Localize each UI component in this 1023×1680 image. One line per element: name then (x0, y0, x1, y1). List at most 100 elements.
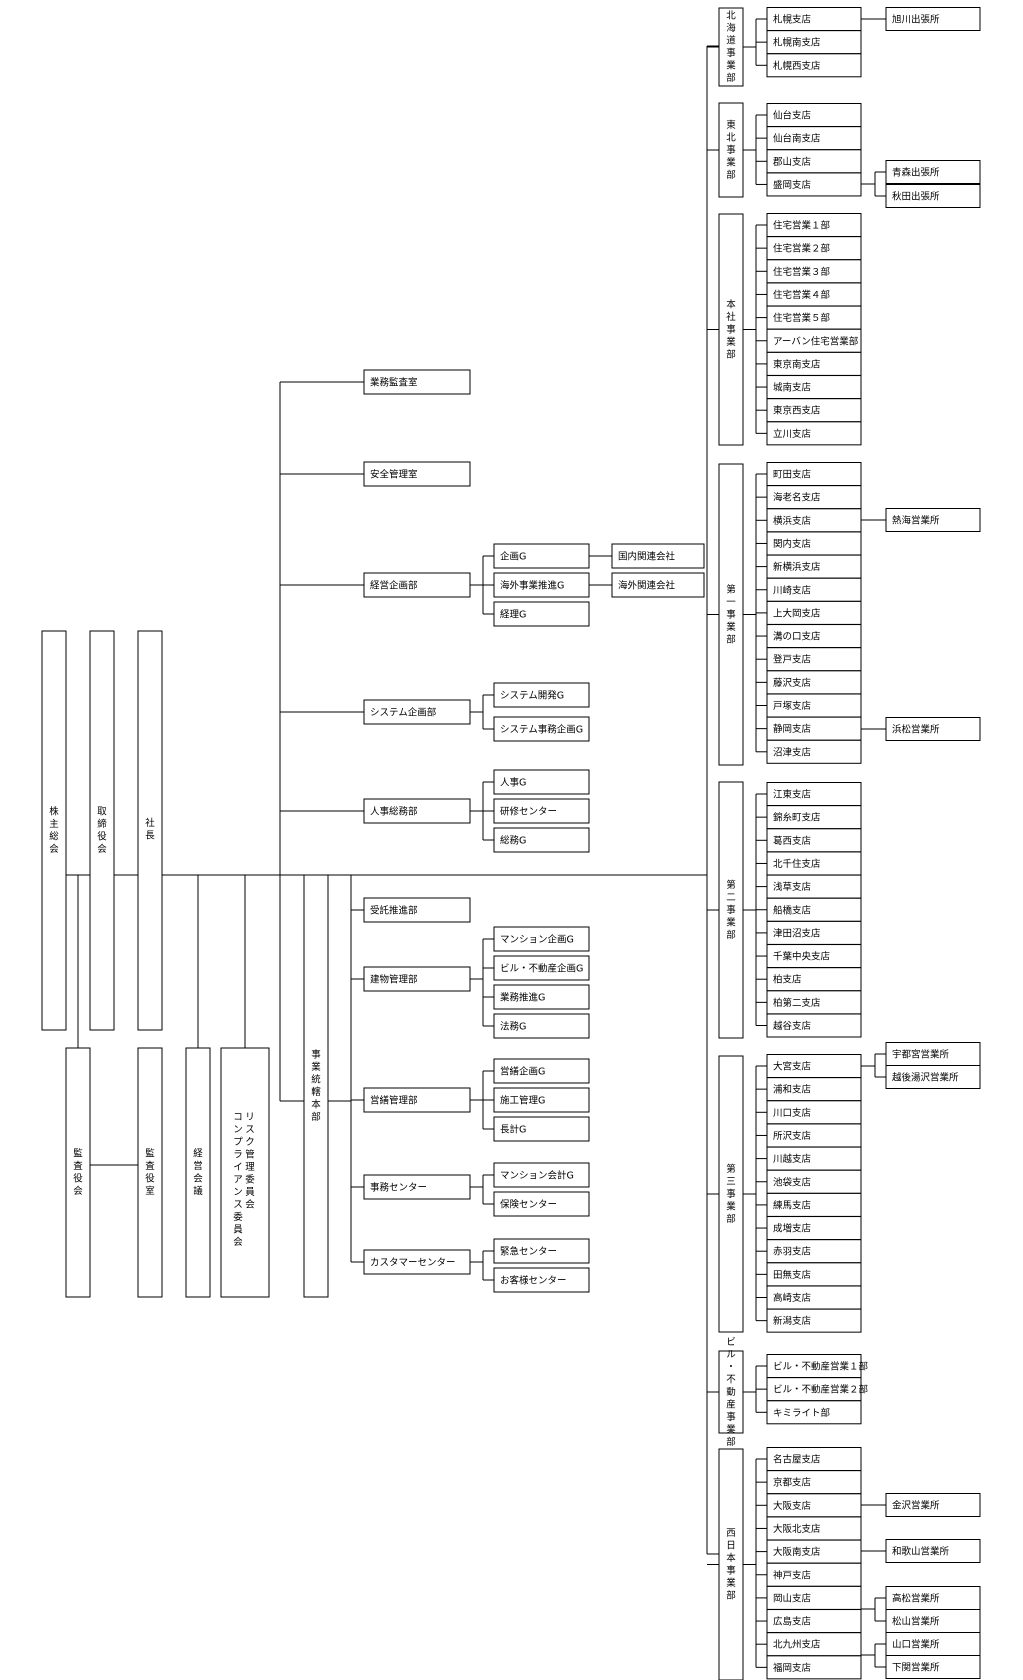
branch-box-label: 東京南支店 (773, 358, 821, 370)
planning-group-label: 海外事業推進G (500, 580, 564, 592)
sub-office-box-frame (885, 184, 981, 208)
hr-group-label: 研修センター (500, 806, 557, 818)
branch-box: 葛西支店 (766, 828, 862, 853)
branch-box-label: 札幌南支店 (773, 37, 821, 49)
branch-box-label: 東京西支店 (773, 405, 821, 417)
division-box-frame (718, 1350, 744, 1434)
repair-dept: 営繕管理部 (363, 1087, 471, 1113)
branch-box: 住宅営業１部 (766, 213, 862, 237)
branch-box-label: 所沢支店 (773, 1130, 811, 1142)
division-box-frame (718, 102, 744, 198)
branch-box-label: 練馬支店 (773, 1199, 811, 1211)
division-box-label: 東北事業部 (726, 119, 736, 181)
president-box-label: 社長 (145, 817, 155, 842)
hr-dept-label: 人事総務部 (370, 806, 418, 818)
branch-box-label: 神戸支店 (773, 1569, 811, 1581)
branch-box: 練馬支店 (766, 1192, 862, 1217)
branch-box: 柏第二支店 (766, 990, 862, 1015)
branch-box-label: 住宅営業５部 (773, 312, 830, 324)
affiliate-box-frame (611, 543, 705, 569)
repair-group-frame (493, 1116, 590, 1142)
branch-box-label: 盛岡支店 (773, 179, 811, 191)
office-center-dept-frame (363, 1174, 471, 1200)
branch-box-label: 海老名支店 (773, 492, 821, 504)
division-box-label: ビル・不動産事業部 (726, 1337, 736, 1448)
directors-box-label: 取締役会 (97, 807, 107, 856)
mgmt-meeting-box-frame (185, 1047, 211, 1298)
branch-box-label: 大阪北支店 (773, 1523, 821, 1535)
planning-group-label: 経理G (500, 609, 526, 621)
repair-group: 長計G (493, 1116, 590, 1142)
office-center-dept-label: 事務センター (370, 1182, 427, 1194)
sub-office-box: 浜松営業所 (885, 717, 981, 741)
planning-dept-frame (363, 572, 471, 598)
president-box: 社長 (137, 630, 163, 1031)
branch-box: 戸塚支店 (766, 693, 862, 718)
branch-box-label: 千葉中央支店 (773, 951, 830, 963)
audit-office-dept-frame (363, 369, 471, 395)
building-group-frame (493, 955, 590, 981)
branch-box-label: 住宅営業４部 (773, 289, 830, 301)
sub-office-box-label: 山口営業所 (892, 1639, 940, 1651)
branch-box: 藤沢支店 (766, 670, 862, 695)
division-box: 西日本事業部 (718, 1448, 744, 1680)
sub-office-box: 松山営業所 (885, 1609, 981, 1633)
branch-box-label: 田無支店 (773, 1269, 811, 1281)
mgmt-meeting-box-label: 経営会議 (193, 1148, 203, 1198)
division-box: 第二事業部 (718, 781, 744, 1039)
repair-dept-frame (363, 1087, 471, 1113)
branch-box-label: 柏支店 (773, 974, 802, 986)
sub-office-box: 熱海営業所 (885, 508, 981, 532)
sub-office-box-label: 下関営業所 (892, 1662, 940, 1674)
building-group: 法務G (493, 1013, 590, 1039)
auditors-box: 監査役会 (65, 1047, 91, 1298)
sub-office-box-label: 熱海営業所 (892, 515, 940, 527)
system-group-label: システム開発G (500, 690, 564, 702)
building-dept-label: 建物管理部 (370, 974, 418, 986)
repair-dept-label: 営繕管理部 (370, 1095, 418, 1107)
branch-box-label: 北千住支店 (773, 858, 821, 870)
sub-office-box: 下関営業所 (885, 1655, 981, 1679)
branch-box: 大阪支店 (766, 1493, 862, 1518)
branch-box: 所沢支店 (766, 1123, 862, 1148)
branch-box: 浦和支店 (766, 1077, 862, 1102)
branch-box: 岡山支店 (766, 1585, 862, 1610)
office-group-frame (493, 1191, 590, 1217)
hr-dept: 人事総務部 (363, 798, 471, 824)
branch-box-label: 越谷支店 (773, 1020, 811, 1032)
repair-group-frame (493, 1058, 590, 1084)
branch-box: 大宮支店 (766, 1054, 862, 1078)
branch-box: 盛岡支店 (766, 172, 862, 197)
sub-office-box: 越後湯沢営業所 (885, 1065, 981, 1089)
branch-box-label: 成増支店 (773, 1223, 811, 1235)
branch-box: 東京西支店 (766, 398, 862, 423)
affiliate-box-label: 海外関連会社 (618, 580, 676, 592)
branch-box-label: 城南支店 (773, 382, 811, 394)
branch-box: 北九州支店 (766, 1632, 862, 1657)
planning-dept: 経営企画部 (363, 572, 471, 598)
safety-office-dept-frame (363, 461, 471, 487)
branch-box-frame (766, 53, 862, 78)
office-group-label: マンション会計G (500, 1170, 574, 1182)
branch-box: 住宅営業４部 (766, 282, 862, 307)
branch-box: 札幌南支店 (766, 30, 862, 55)
branch-box-label: 浅草支店 (773, 881, 811, 893)
system-group-frame (493, 682, 590, 708)
branch-box: 住宅営業３部 (766, 259, 862, 284)
safety-office-dept: 安全管理室 (363, 461, 471, 487)
branch-box: 田無支店 (766, 1262, 862, 1287)
customer-center-dept: カスタマーセンター (363, 1249, 471, 1275)
branch-box-label: 溝の口支店 (773, 631, 821, 643)
branch-box-label: 住宅営業１部 (773, 220, 830, 232)
branch-box-label: 横浜支店 (773, 515, 811, 527)
audit-office-box-frame (137, 1047, 163, 1298)
branch-box: 住宅営業２部 (766, 236, 862, 261)
division-box-frame (718, 463, 744, 766)
customer-group-frame (493, 1238, 590, 1264)
safety-office-dept-label: 安全管理室 (370, 469, 418, 481)
directors-box-frame (89, 630, 115, 1031)
risk-committee-label: リスク管理委員会 (245, 1112, 255, 1211)
planning-group: 企画G (493, 543, 590, 569)
branch-box-label: 川越支店 (773, 1153, 811, 1165)
